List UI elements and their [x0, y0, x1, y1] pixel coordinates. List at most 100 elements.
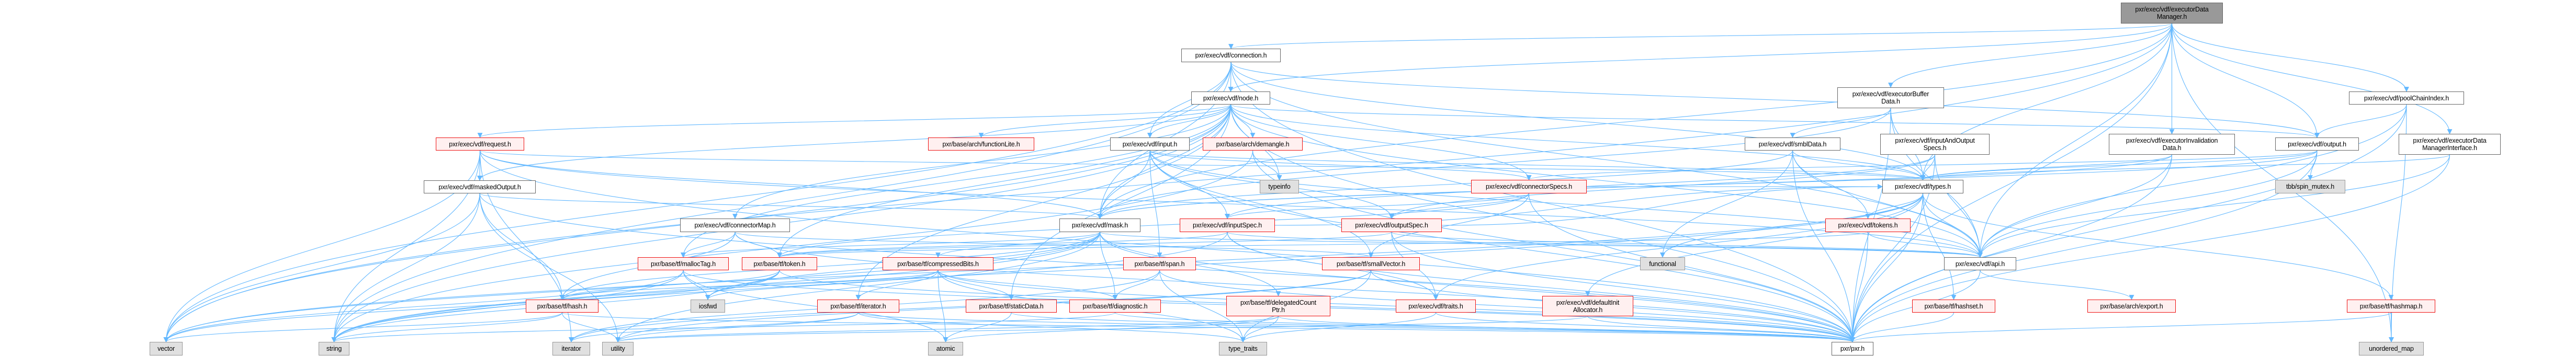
- edge-types-to-hashmap: [1922, 193, 2394, 300]
- node-tokens[interactable]: pxr/exec/vdf/tokens.h: [1825, 219, 1911, 232]
- edge-static-data-to-pxr: [1011, 312, 1855, 342]
- node-pool-chain-index[interactable]: pxr/exec/vdf/poolChainIndex.h: [2349, 91, 2464, 105]
- node-default-init-allocator[interactable]: pxr/exec/vdf/defaultInit Allocator.h: [1542, 296, 1633, 316]
- node-api[interactable]: pxr/exec/vdf/api.h: [1944, 257, 2016, 270]
- node-traits[interactable]: pxr/exec/vdf/traits.h: [1396, 300, 1476, 313]
- node-unordered-map: unordered_map: [2359, 342, 2424, 355]
- edge-smbl-data-to-api: [1792, 150, 1983, 258]
- node-label: pxr/base/tf/compressedBits.h: [897, 260, 979, 268]
- node-hashmap[interactable]: pxr/base/tf/hashmap.h: [2347, 300, 2435, 313]
- edge-node-to-api: [1230, 104, 1983, 258]
- edge-executor-data-manager-to-executor-data-manager-interface: [2171, 23, 2453, 134]
- edge-types-to-default-init-allocator: [1585, 193, 1924, 296]
- node-hash[interactable]: pxr/base/tf/hash.h: [526, 300, 598, 313]
- node-connector-specs[interactable]: pxr/exec/vdf/connectorSpecs.h: [1471, 180, 1587, 193]
- node-type-traits: type_traits: [1219, 342, 1267, 355]
- node-executor-buffer-data[interactable]: pxr/exec/vdf/executorBuffer Data.h: [1837, 87, 1944, 108]
- node-label: pxr/exec/vdf/connectorSpecs.h: [1485, 183, 1573, 190]
- node-function-lite[interactable]: pxr/base/arch/functionLite.h: [928, 137, 1034, 151]
- node-smbl-data[interactable]: pxr/exec/vdf/smblData.h: [1745, 137, 1840, 151]
- edge-connector-map-to-pxr: [735, 232, 1855, 342]
- node-node[interactable]: pxr/exec/vdf/node.h: [1191, 91, 1270, 105]
- edge-node-to-output: [1230, 104, 2320, 138]
- node-static-data[interactable]: pxr/base/tf/staticData.h: [966, 300, 1057, 313]
- node-label: pxr/exec/vdf/outputSpec.h: [1355, 222, 1428, 229]
- edge-iterator-h-to-pxr: [857, 312, 1855, 342]
- edge-output-to-types: [1920, 150, 2318, 180]
- node-label: pxr/base/tf/delegatedCount Ptr.h: [1240, 298, 1316, 314]
- edge-iterator-h-to-type-traits: [857, 312, 1246, 342]
- edge-node-to-mask: [1097, 104, 1231, 219]
- node-executor-data-manager-interface[interactable]: pxr/exec/vdf/executorData ManagerInterfa…: [2399, 134, 2501, 155]
- edge-request-to-mask: [479, 150, 1103, 219]
- edge-mask-to-diagnostic: [1099, 232, 1118, 300]
- node-malloc-tag[interactable]: pxr/base/tf/mallocTag.h: [638, 257, 729, 270]
- edge-output-to-api: [1978, 150, 2318, 258]
- node-typeinfo: typeinfo: [1260, 180, 1299, 193]
- node-pxr[interactable]: pxr/pxr.h: [1832, 342, 1873, 355]
- node-label: pxr/exec/vdf/connectorMap.h: [694, 222, 776, 229]
- node-export[interactable]: pxr/base/arch/export.h: [2087, 300, 2176, 313]
- node-label: pxr/exec/vdf/api.h: [1955, 260, 2005, 268]
- edge-node-to-token: [777, 104, 1231, 258]
- node-input-and-output-specs[interactable]: pxr/exec/vdf/inputAndOutput Specs.h: [1880, 134, 1990, 155]
- node-input-spec[interactable]: pxr/exec/vdf/inputSpec.h: [1180, 219, 1275, 232]
- node-demangle[interactable]: pxr/base/arch/demangle.h: [1203, 137, 1303, 151]
- edge-input-to-api: [1149, 150, 1983, 258]
- node-label: pxr/exec/vdf/connection.h: [1195, 52, 1267, 59]
- node-masked-output[interactable]: pxr/exec/vdf/maskedOutput.h: [424, 180, 536, 193]
- edge-output-spec-to-types: [1441, 184, 1883, 226]
- edge-executor-invalidation-data-to-mask: [1097, 154, 2173, 219]
- edge-node-to-connector-map: [732, 104, 1231, 219]
- node-types[interactable]: pxr/exec/vdf/types.h: [1882, 180, 1963, 193]
- node-small-vector[interactable]: pxr/base/tf/smallVector.h: [1322, 257, 1420, 270]
- edge-pool-chain-index-to-output: [2314, 104, 2407, 138]
- node-delegated-count-ptr[interactable]: pxr/base/tf/delegatedCount Ptr.h: [1226, 296, 1330, 316]
- edge-executor-buffer-data-to-mask: [1097, 108, 1891, 219]
- node-executor-data-manager[interactable]: pxr/exec/vdf/executorData Manager.h: [2121, 3, 2223, 24]
- node-label: pxr/base/tf/smallVector.h: [1336, 260, 1406, 268]
- node-output[interactable]: pxr/exec/vdf/output.h: [2275, 137, 2359, 151]
- edge-executor-invalidation-data-to-api: [1978, 154, 2173, 258]
- node-label: pxr/exec/vdf/smblData.h: [1758, 140, 1827, 148]
- edge-mask-to-compressed-bits: [935, 232, 1101, 258]
- node-span[interactable]: pxr/base/tf/span.h: [1123, 257, 1196, 270]
- node-label: pxr/exec/vdf/maskedOutput.h: [438, 183, 521, 191]
- edge-input-and-output-specs-to-output-spec: [1389, 154, 1936, 219]
- node-label: type_traits: [1228, 345, 1258, 352]
- edge-tokens-to-pxr: [1850, 232, 1869, 342]
- node-mask[interactable]: pxr/exec/vdf/mask.h: [1059, 219, 1140, 232]
- node-connection[interactable]: pxr/exec/vdf/connection.h: [1181, 49, 1281, 62]
- edge-pool-chain-index-to-pxr: [1850, 104, 2407, 342]
- node-hashset[interactable]: pxr/base/tf/hashset.h: [1912, 300, 1995, 313]
- node-connector-map[interactable]: pxr/exec/vdf/connectorMap.h: [680, 219, 790, 232]
- node-request[interactable]: pxr/exec/vdf/request.h: [436, 137, 524, 151]
- node-label: pxr/pxr.h: [1840, 345, 1865, 352]
- node-label: pxr/exec/vdf/mask.h: [1071, 222, 1128, 229]
- edge-span-to-diagnostic: [1112, 270, 1160, 300]
- edge-smbl-data-to-tokens: [1792, 150, 1871, 219]
- node-label: pxr/base/arch/functionLite.h: [942, 140, 1020, 148]
- node-iterator-h[interactable]: pxr/base/tf/iterator.h: [817, 300, 899, 313]
- node-label: pxr/exec/vdf/tokens.h: [1838, 222, 1898, 229]
- edge-masked-output-to-hash: [479, 193, 565, 300]
- edge-tokens-to-token: [777, 232, 1869, 258]
- node-input[interactable]: pxr/exec/vdf/input.h: [1110, 137, 1190, 151]
- node-executor-invalidation-data[interactable]: pxr/exec/vdf/executorInvalidation Data.h: [2109, 134, 2235, 155]
- node-label: pxr/exec/vdf/output.h: [2288, 140, 2346, 148]
- edge-connection-to-string: [331, 62, 1231, 342]
- node-label: pxr/exec/vdf/executorInvalidation Data.h: [2126, 137, 2218, 152]
- edge-mask-to-string: [331, 232, 1101, 342]
- node-output-spec[interactable]: pxr/exec/vdf/outputSpec.h: [1341, 219, 1442, 232]
- edge-node-to-request: [477, 104, 1231, 138]
- node-token[interactable]: pxr/base/tf/token.h: [742, 257, 817, 270]
- node-diagnostic[interactable]: pxr/base/tf/diagnostic.h: [1069, 300, 1161, 313]
- node-label: pxr/exec/vdf/executorBuffer Data.h: [1852, 90, 1929, 105]
- edge-static-data-to-atomic: [943, 312, 1012, 342]
- node-compressed-bits[interactable]: pxr/base/tf/compressedBits.h: [883, 257, 993, 270]
- edge-malloc-tag-to-iosfwd: [683, 270, 710, 300]
- edge-mask-to-pxr: [1099, 232, 1855, 342]
- edge-token-to-iosfwd: [705, 270, 780, 300]
- edge-node-to-types: [1230, 104, 1926, 180]
